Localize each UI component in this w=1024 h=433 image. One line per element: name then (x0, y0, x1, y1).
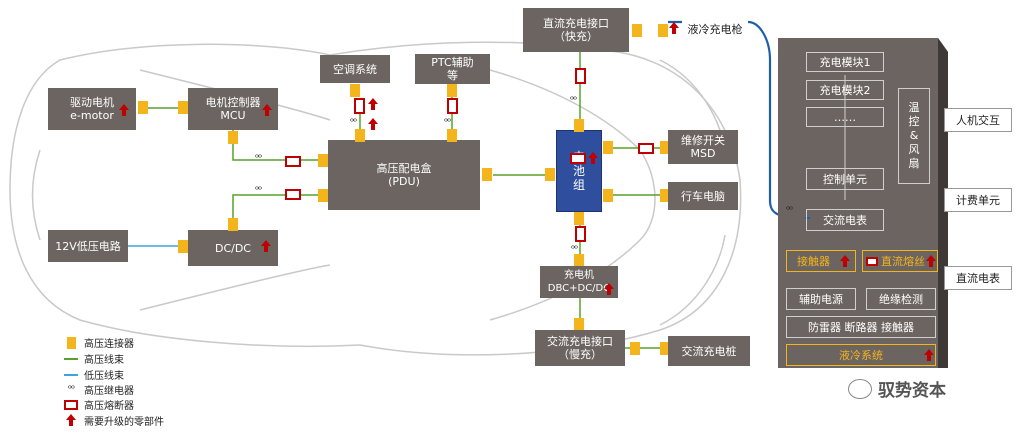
legend-connector: 高压连接器 (64, 336, 134, 350)
charging-module-2: 充电模块2 (806, 80, 884, 100)
legend-upgrade-label: 需要升级的零部件 (84, 417, 164, 428)
legend-fuse: 高压熔断器 (64, 398, 134, 412)
upgrade-arrow-icon (64, 414, 78, 427)
relay-icon: ᵒᵒ (350, 117, 357, 128)
connector-icon (178, 101, 188, 114)
aux-power-box: 辅助电源 (786, 288, 856, 310)
connector-icon (660, 342, 670, 355)
charger-box: 充电机 DBC+DC/DC (540, 266, 618, 298)
vehicle-computer-box: 行车电脑 (668, 182, 738, 210)
hmi-label: 人机交互 (944, 108, 1012, 132)
connector-icon (318, 189, 328, 202)
connector-icon (574, 318, 584, 331)
ac-pile-box: 交流充电桩 (668, 336, 750, 366)
fuse-icon (638, 143, 654, 154)
connector-icon (574, 212, 584, 225)
connector-icon (603, 141, 613, 154)
fuse-icon (575, 68, 586, 84)
control-unit-box: 控制单元 (806, 168, 884, 190)
connector-icon (350, 84, 360, 97)
connector-icon (603, 189, 613, 202)
watermark-text: 驭势资本 (878, 381, 946, 401)
dcdc-box: DC/DC (188, 230, 278, 266)
ac-system-box: 空调系统 (320, 55, 390, 83)
connector-icon (228, 218, 238, 231)
fuse-icon (64, 399, 78, 410)
connector-icon (545, 168, 555, 181)
connector-icon (64, 336, 78, 349)
relay-icon: ᵒᵒ (570, 95, 577, 106)
fuse-icon (285, 156, 301, 167)
fuse-icon (285, 189, 301, 200)
lv-line-icon (64, 373, 78, 376)
legend-lv-harness-label: 低压线束 (84, 371, 124, 382)
relay-icon: ᵒᵒ (444, 117, 451, 128)
battery-pack-box: 电 池 组 (556, 130, 602, 212)
contactor-label: 接触器 (797, 255, 830, 268)
protection-row-box: 防雷器 断路器 接触器 (786, 316, 936, 338)
relay-icon: ᵒᵒ (786, 205, 793, 216)
ac-meter-box: 交流电表 (806, 209, 884, 231)
pdu-box: 高压配电盒 (PDU) (328, 140, 480, 210)
relay-icon: ᵒᵒ (67, 384, 75, 395)
legend-relay: ᵒᵒ 高压继电器 (64, 383, 134, 397)
relay-icon: ᵒᵒ (571, 244, 578, 255)
connector-icon (630, 342, 640, 355)
connector-icon (228, 131, 238, 144)
dc-charge-port-box: 直流充电接口 （快充） (523, 8, 629, 52)
connector-icon (632, 24, 642, 37)
lv-circuit-box: 12V低压电路 (48, 230, 128, 262)
legend-hv-harness: 高压线束 (64, 352, 124, 366)
fuse-icon (866, 257, 878, 266)
fuse-icon (575, 226, 586, 242)
watermark: 驭势资本 (848, 376, 946, 401)
relay-icon: ᵒᵒ (255, 153, 262, 164)
billing-unit-label: 计费单元 (944, 188, 1012, 212)
dc-fuse-box: 直流熔丝 (862, 250, 938, 272)
liquid-cooled-gun-label: 液冷充电枪 (682, 20, 748, 38)
connector-icon (178, 240, 188, 253)
charging-module-1: 充电模块1 (806, 52, 884, 72)
charging-module-more: …… (806, 107, 884, 127)
connector-icon (658, 24, 668, 37)
legend-hv-harness-label: 高压线束 (84, 355, 124, 366)
hv-line-icon (64, 357, 78, 360)
connector-icon (574, 119, 584, 132)
legend-fuse-label: 高压熔断器 (84, 401, 134, 412)
connector-icon (447, 84, 457, 97)
relay-icon: ᵒᵒ (255, 185, 262, 196)
ptc-box: PTC辅助 等 (415, 54, 490, 84)
service-switch-box: 维修开关 MSD (668, 130, 738, 164)
connector-icon (660, 189, 670, 202)
connector-icon (138, 101, 148, 114)
connector-icon (447, 129, 457, 142)
fuse-icon (447, 98, 458, 114)
ac-charge-port-box: 交流充电接口 （慢充） (535, 330, 625, 366)
temp-fan-box: 温 控 & 风 扇 (898, 88, 930, 184)
liquid-cooling-box: 液冷系统 (786, 344, 936, 366)
connector-icon (660, 141, 670, 154)
legend-lv-harness: 低压线束 (64, 368, 124, 382)
charging-cabinet-body (778, 38, 948, 368)
wechat-icon (848, 378, 872, 399)
fuse-icon (570, 153, 586, 164)
fuse-icon (354, 98, 365, 114)
legend-connector-label: 高压连接器 (84, 339, 134, 350)
connector-icon (574, 254, 584, 267)
legend-relay-label: 高压继电器 (84, 386, 134, 397)
dc-meter-label: 直流电表 (944, 266, 1012, 290)
connector-icon (482, 168, 492, 181)
connector-icon (318, 154, 328, 167)
insulation-check-box: 绝缘检测 (866, 288, 936, 310)
connector-icon (355, 129, 365, 142)
legend-upgrade: 需要升级的零部件 (64, 414, 164, 428)
dc-fuse-label: 直流熔丝 (881, 255, 925, 268)
contactor-box: 接触器 (786, 250, 856, 272)
